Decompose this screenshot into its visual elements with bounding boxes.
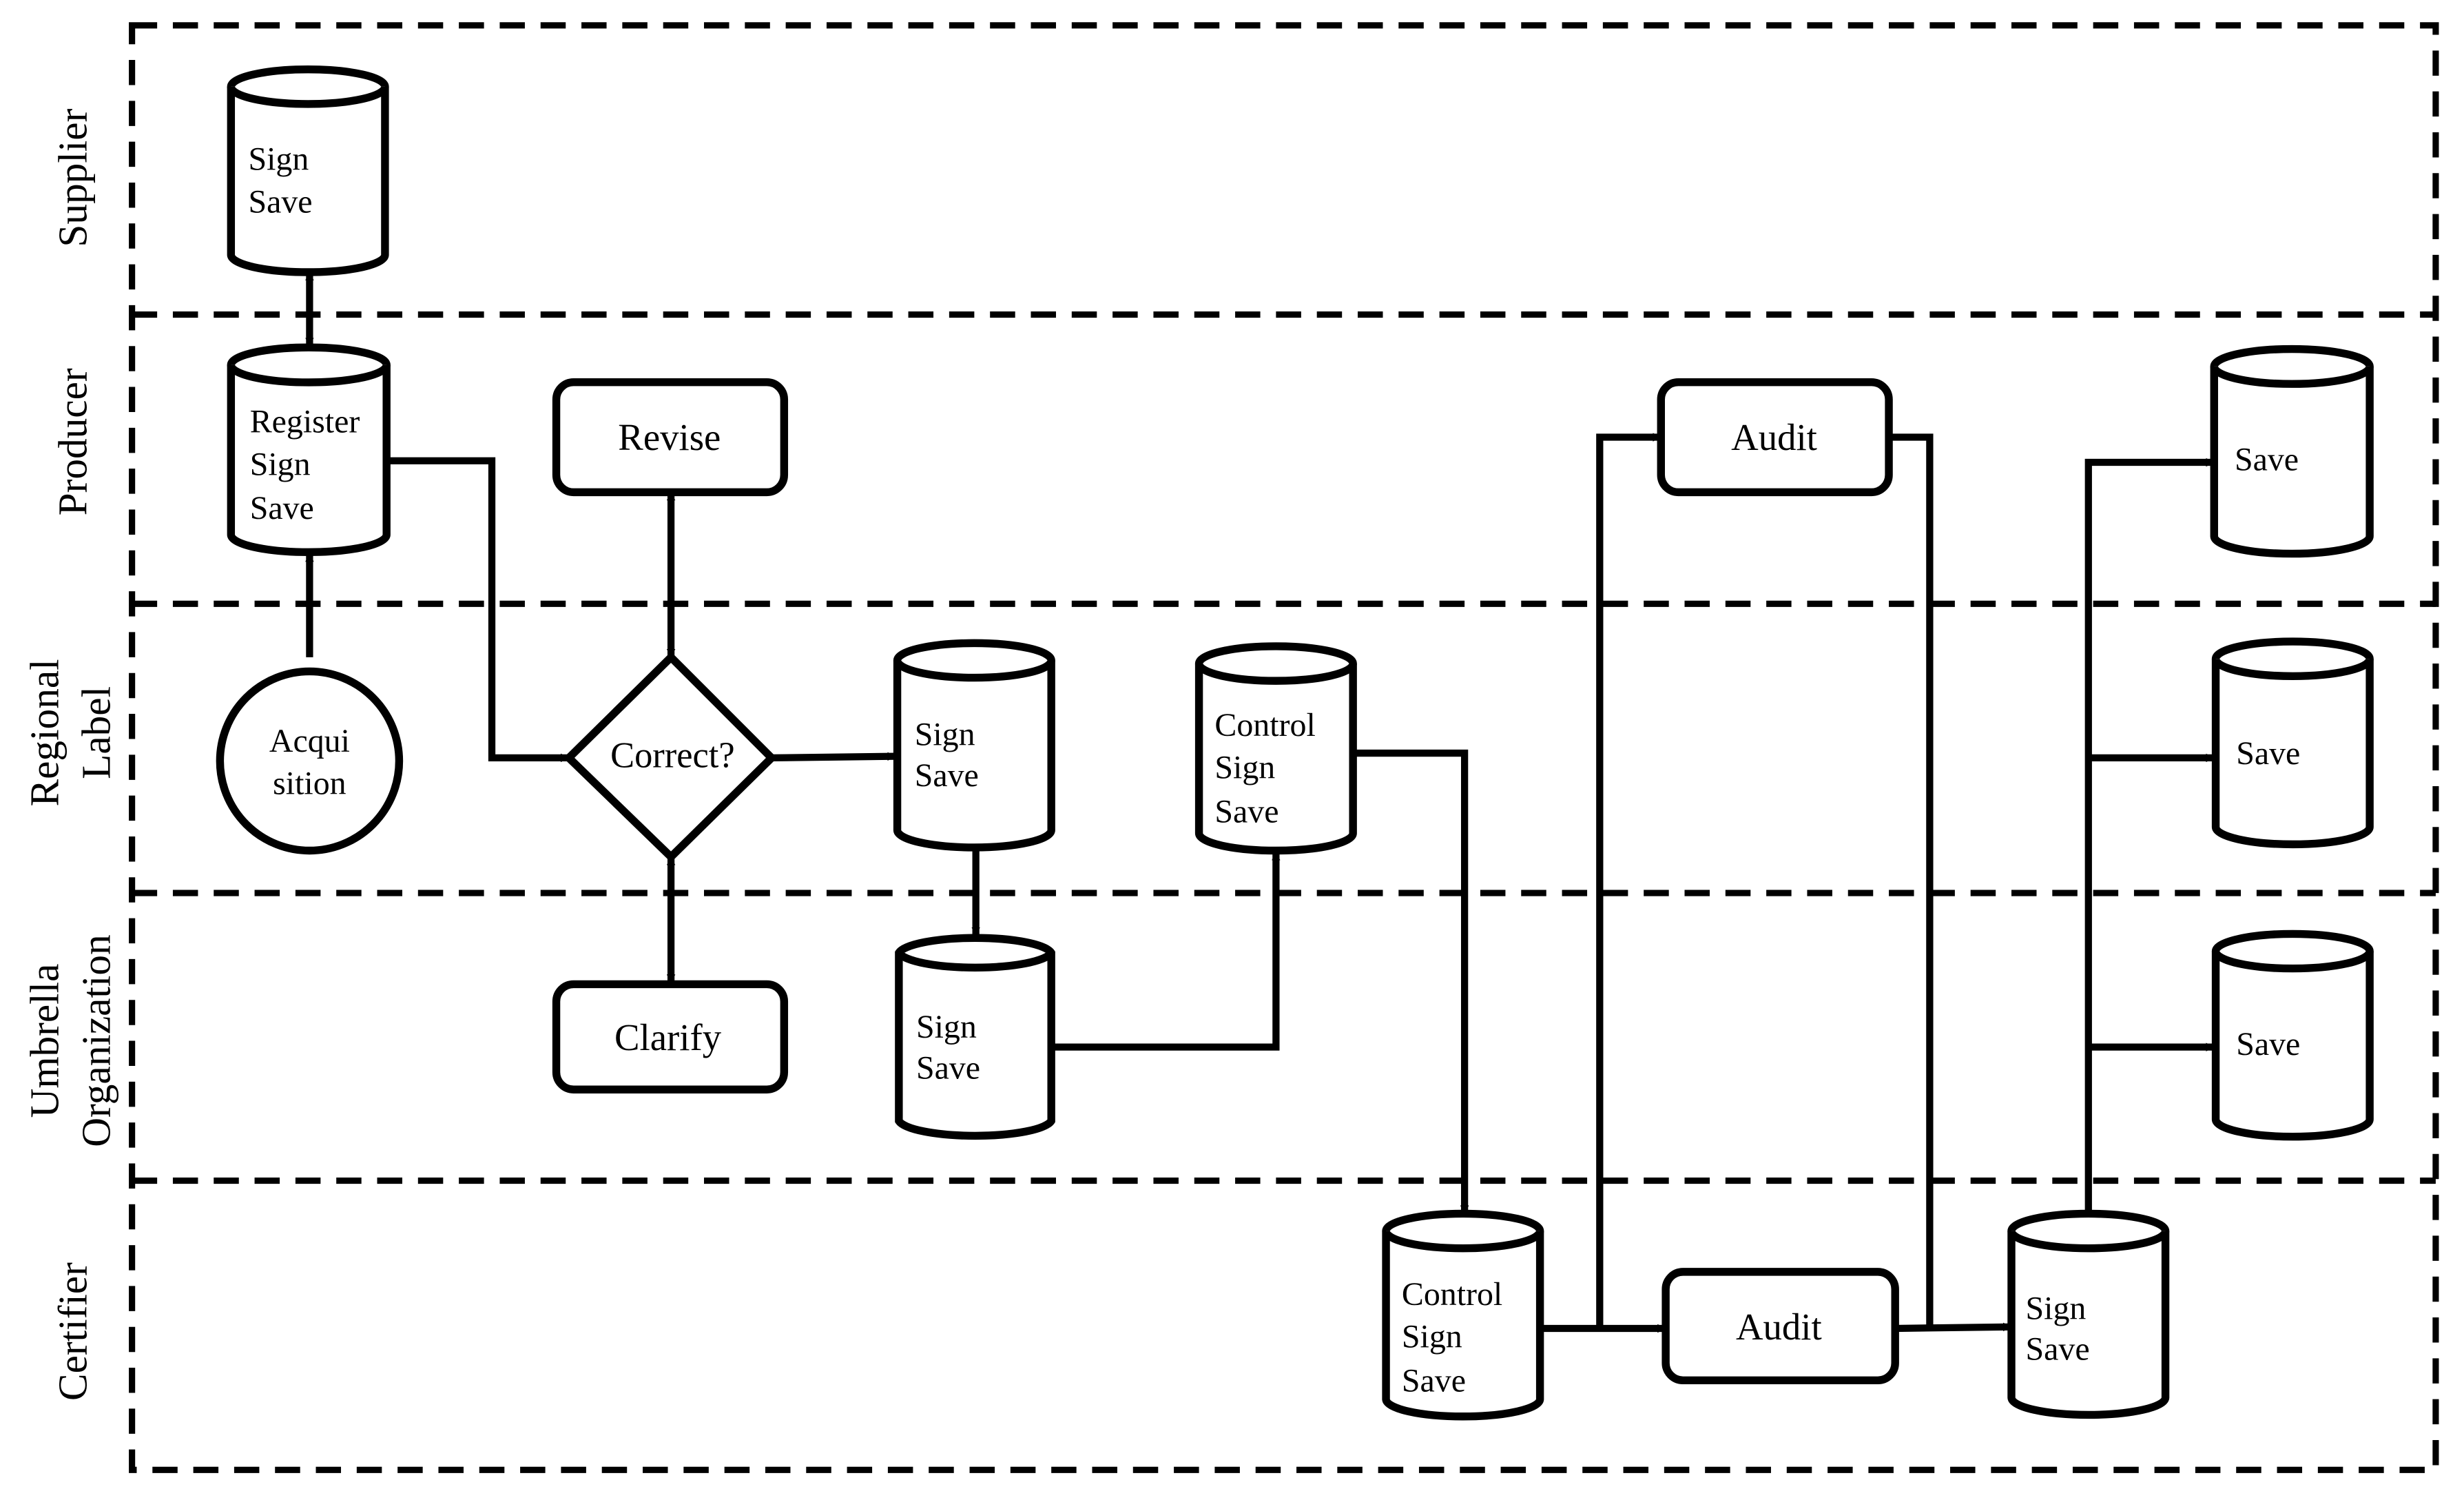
- save-regional-database: Save: [2211, 637, 2374, 849]
- acquisition-node: Acqui sition: [216, 667, 404, 855]
- revise-label: Revise: [618, 416, 721, 458]
- regional-db-line2: Save: [915, 757, 979, 794]
- save-regional-label: Save: [2236, 735, 2300, 772]
- lane-label-umbrella-line1: Umbrella: [21, 964, 67, 1118]
- producer-db-line2: Sign: [250, 446, 311, 482]
- correct-decision: Correct?: [563, 651, 778, 863]
- certifier-control-line2: Sign: [1402, 1318, 1462, 1355]
- clarify-node: Clarify: [552, 980, 789, 1093]
- nodes: Sign Save Register Sign Save Acqui sitio…: [216, 65, 2374, 1421]
- save-producer-database: Save: [2210, 345, 2374, 558]
- edge-correct-regional-db: [772, 752, 896, 762]
- acquisition-line1: Acqui: [269, 723, 350, 759]
- revise-node: Revise: [552, 378, 789, 497]
- certifier-db-line1: Sign: [2026, 1290, 2087, 1326]
- lane-label-umbrella-line2: Organization: [74, 934, 119, 1147]
- audit-producer-node: Audit: [1657, 378, 1893, 497]
- umbrella-db-line1: Sign: [916, 1009, 977, 1045]
- supplier-db-line1: Sign: [248, 141, 309, 178]
- edge-producer-correct: [388, 457, 570, 763]
- regional-database: Sign Save: [893, 639, 1055, 852]
- regional-control-line1: Control: [1214, 707, 1315, 743]
- certifier-database: Sign Save: [2007, 1209, 2170, 1419]
- producer-database: Register Sign Save: [227, 343, 391, 557]
- pool-border: [129, 22, 2439, 1473]
- lane-labels: Supplier Producer Regional Label Umbrell…: [21, 108, 118, 1401]
- regional-control-line2: Sign: [1214, 750, 1275, 786]
- certifier-db-line2: Save: [2026, 1331, 2090, 1368]
- save-umbrella-database: Save: [2211, 929, 2374, 1141]
- edge-certifier-db-save-producer: [2084, 458, 2215, 1214]
- certifier-control-line3: Save: [1402, 1362, 1466, 1399]
- supplier-db-line2: Save: [248, 183, 312, 220]
- swimlanes: [129, 22, 2439, 1473]
- lane-label-regional-line2: Label: [74, 686, 119, 779]
- regional-control-database: Control Sign Save: [1194, 642, 1357, 855]
- edges: [305, 271, 2215, 1333]
- lane-label-producer: Producer: [50, 368, 95, 515]
- lane-label-certifier: Certifier: [50, 1262, 95, 1401]
- umbrella-db-line2: Save: [916, 1049, 980, 1086]
- lane-label-regional-line1: Regional: [21, 659, 67, 806]
- save-producer-label: Save: [2235, 441, 2299, 477]
- lane-label-supplier: Supplier: [50, 108, 95, 247]
- edge-umbrella-db-regional-control: [1053, 852, 1281, 1051]
- clarify-label: Clarify: [614, 1016, 722, 1058]
- audit-certifier-node: Audit: [1661, 1268, 1899, 1384]
- certifier-control-line1: Control: [1402, 1276, 1502, 1313]
- edge-certifier-control-audit-producer: [1596, 433, 1661, 1328]
- regional-control-line3: Save: [1214, 793, 1278, 830]
- correct-label: Correct?: [610, 736, 735, 776]
- edge-audit-producer-down: [1889, 433, 1934, 1328]
- edge-audit-certifier-db: [1895, 1322, 2012, 1333]
- edge-regional-control-certifier-control: [1354, 749, 1469, 1215]
- audit-producer-label: Audit: [1731, 416, 1817, 458]
- acquisition-line2: sition: [273, 765, 346, 801]
- umbrella-database: Sign Save: [895, 934, 1055, 1140]
- audit-certifier-label: Audit: [1736, 1306, 1822, 1348]
- regional-db-line1: Sign: [915, 717, 975, 753]
- producer-db-line3: Save: [250, 490, 314, 526]
- certifier-control-database: Control Sign Save: [1382, 1209, 1544, 1421]
- save-umbrella-label: Save: [2236, 1026, 2300, 1062]
- supplier-database: Sign Save: [227, 65, 389, 276]
- producer-db-line1: Register: [250, 404, 360, 440]
